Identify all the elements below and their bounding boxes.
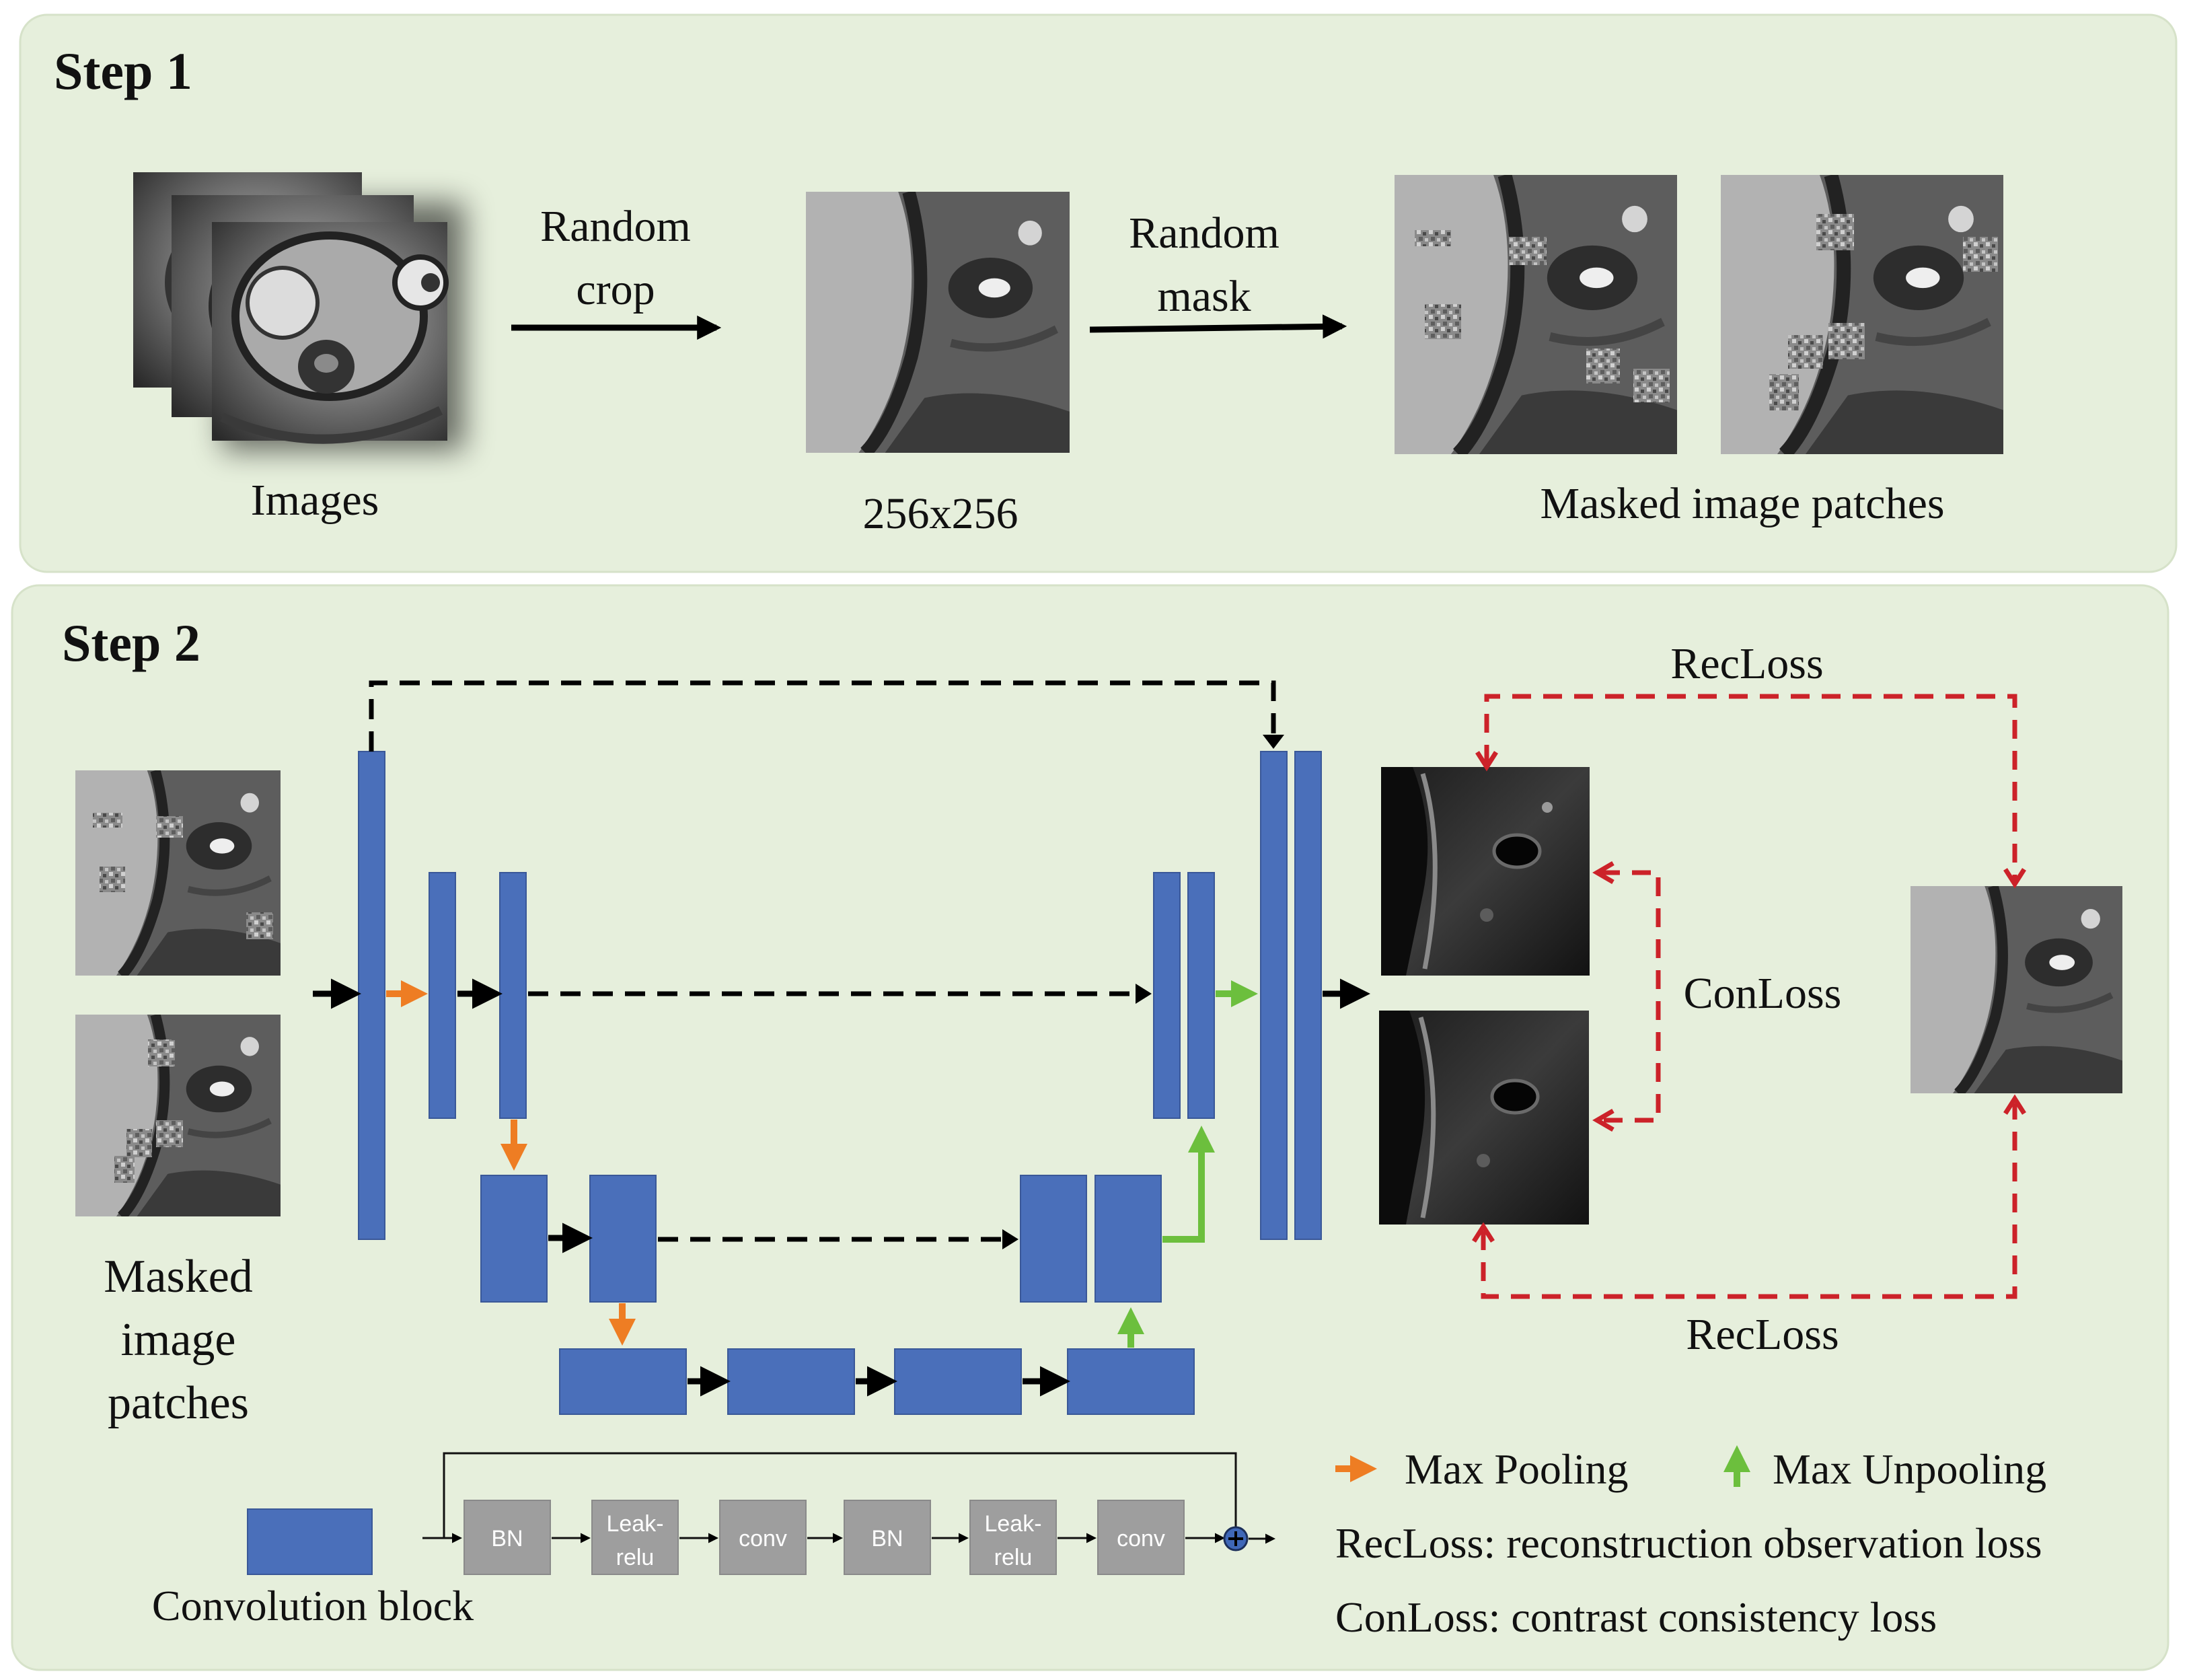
layer-leakyrelu-2 [969,1500,1057,1575]
encoder-block-1 [358,751,385,1240]
bottleneck-block-1 [559,1348,687,1415]
decoder-block-2b [1187,872,1215,1119]
masked-patches-label: Masked image patches [1540,479,1944,528]
decoder-block-3b [1094,1175,1162,1303]
conv-block-label: Convolution block [152,1582,474,1630]
unpooling-arrows [1117,980,1258,1348]
skip-arrowhead-level-3 [1002,1229,1018,1249]
max-unpooling-legend-label: Max Unpooling [1773,1445,2046,1493]
bottleneck-block-2 [727,1348,855,1415]
step2-title: Step 2 [62,614,200,672]
skip-connections [369,680,1284,1249]
encoder-block-2a [429,872,456,1119]
conloss-arrowhead-top [1592,861,1615,885]
max-unpool-arrow-2 [1162,1126,1215,1243]
random-crop-label-line1: Random [540,202,691,251]
encoder-block-2b [499,872,527,1119]
conloss-arrowhead-bottom [1592,1108,1615,1132]
recloss-top-label: RecLoss [1670,639,1823,688]
bottleneck-block-3 [894,1348,1022,1415]
recloss-bottom-label: RecLoss [1686,1310,1839,1359]
layer-leakyrelu-1-line1: Leak- [606,1511,663,1537]
conv-block-swatch [247,1508,373,1575]
crop-size-label: 256x256 [863,489,1018,538]
random-mask-label-line1: Random [1129,209,1279,258]
layer-conv-2 [1097,1500,1185,1575]
step1-title: Step 1 [54,42,192,100]
layer-leakyrelu-2-line2: relu [994,1545,1033,1570]
circle-plus-icon [1223,1526,1249,1551]
random-mask-label-line2: mask [1157,272,1251,321]
recloss-bottom-arrowhead-right [2003,1094,2026,1115]
skip-arrowhead-level-2 [1136,984,1152,1004]
masked-image-1 [1395,175,1677,454]
layer-bn-1-label: BN [491,1526,523,1551]
input-masked-image-2 [75,1015,281,1216]
input-label-line3: patches [108,1377,249,1429]
step2-background [11,584,2169,1671]
random-crop-label-line2: crop [576,265,655,314]
layer-leakyrelu-1 [591,1500,679,1575]
loss-arrows [1472,694,2026,1299]
layer-bn-2 [844,1500,931,1575]
recloss-top-arrowhead-left [1475,751,1498,772]
decoder-block-3a [1020,1175,1087,1303]
residual-connection [443,1452,1237,1538]
arrow-legend: Max Pooling Max Unpooling RecLoss: recon… [1335,1445,2046,1641]
cropped-image-256 [806,192,1070,453]
decoder-block-1b [1294,751,1322,1240]
mri-image-front [212,222,449,444]
layer-conv-1-label: conv [739,1526,787,1551]
layer-leakyrelu-2-line1: Leak- [984,1511,1041,1537]
recloss-bottom-path [1481,1103,2017,1299]
layer-conv-1 [719,1500,807,1575]
encoder-block-3b [589,1175,657,1303]
recloss-bottom-arrowhead-left [1472,1222,1495,1243]
recloss-definition: RecLoss: reconstruction observation loss [1335,1519,2042,1567]
pooling-arrows [386,980,636,1346]
input-label-line1: Masked [104,1251,253,1303]
output-image-1 [1381,767,1590,976]
unet-blocks [358,751,1322,1415]
layer-bn-2-label: BN [871,1526,903,1551]
skip-arrowhead-level-1 [1263,735,1284,749]
layer-leakyrelu-1-line2: relu [616,1545,655,1570]
bottleneck-block-4 [1067,1348,1195,1415]
input-masked-image-1 [75,770,281,976]
decoder-block-2a [1153,872,1181,1119]
recloss-top-path [1484,694,2017,881]
masked-image-2 [1721,175,2003,454]
forward-arrows [313,978,1370,1397]
decoder-block-1a [1260,751,1288,1240]
layer-conv-2-label: conv [1117,1526,1165,1551]
recloss-top-arrowhead-right [2003,868,2026,889]
mri-image-stack [133,172,464,451]
layer-bn-1 [463,1500,551,1575]
output-image-2 [1379,1011,1589,1225]
skip-connection-level-1 [369,680,1276,752]
conv-block-legend: Convolution block BN Leak- relu conv BN … [152,1452,1275,1630]
max-pooling-legend-label: Max Pooling [1405,1445,1628,1493]
target-original-image [1910,886,2122,1093]
input-label-line2: image [120,1314,235,1366]
step1-panel: Step 1 Images [19,13,2178,573]
step2-panel: Step 2 Masked image patches [11,584,2169,1671]
conloss-definition: ConLoss: contrast consistency loss [1335,1593,1937,1641]
conloss-label: ConLoss [1684,969,1842,1018]
images-label: Images [251,476,379,525]
encoder-block-3a [480,1175,548,1303]
random-mask-arrow [1089,314,1347,339]
